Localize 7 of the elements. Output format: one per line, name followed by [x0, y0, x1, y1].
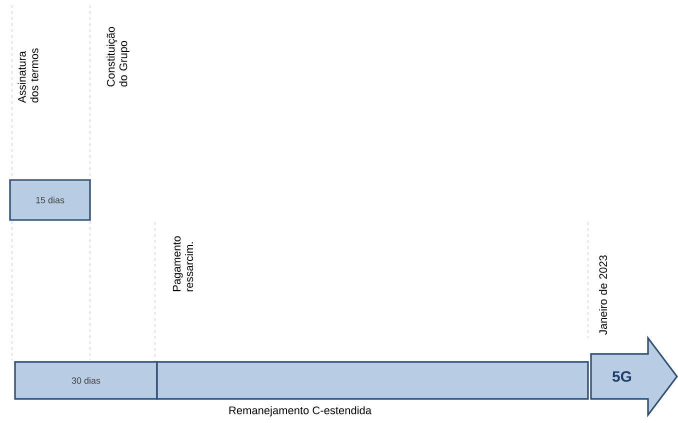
milestone-label: Assinatura dos termos — [18, 48, 38, 103]
milestone-label: Janeiro de 2023 — [598, 255, 608, 335]
duration-box: 15 dias — [9, 179, 91, 221]
milestone-label: Constituição do Grupo — [106, 26, 130, 87]
milestone-label: Pagamento ressarcim. — [172, 236, 194, 292]
bar-caption: Remanejamento C-estendida — [229, 406, 372, 416]
duration-box: 30 dias — [14, 361, 158, 400]
